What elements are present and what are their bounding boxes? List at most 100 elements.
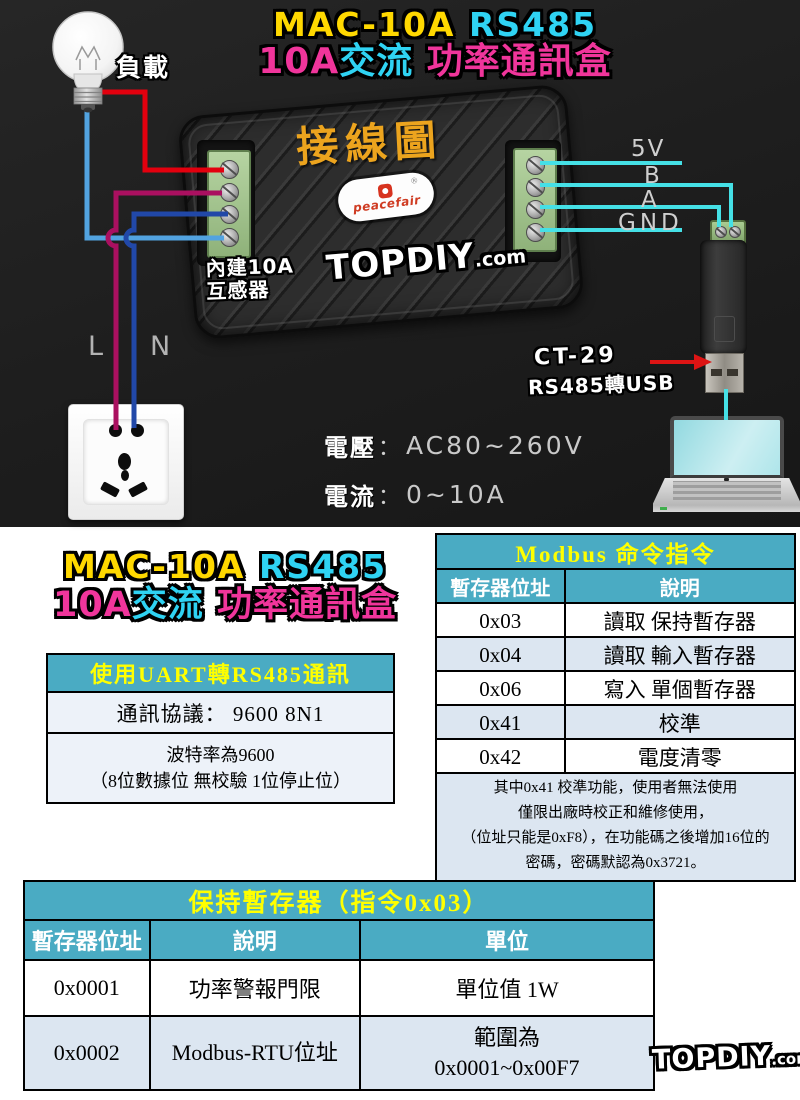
- laptop-hinge-dot: [724, 478, 729, 481]
- voltage-label: 電壓: [324, 434, 376, 462]
- col-header-description: 說明: [659, 578, 700, 600]
- register-cell: 0x06: [437, 672, 566, 706]
- product-title-line2: 10A交流 功率通訊盒: [215, 43, 655, 81]
- wiring-diagram-title: 接線圖: [295, 115, 445, 172]
- terminal-screw-icon: [526, 178, 545, 197]
- watermark-text: TOPDIY: [651, 1040, 772, 1076]
- current-colon: ：: [378, 484, 401, 510]
- unit-cell: 範圍為 0x0001~0x00F7: [434, 1025, 580, 1080]
- laptop-power-led: [660, 507, 667, 510]
- table-row: 0x0002 Modbus-RTU位址 範圍為 0x0001~0x00F7: [25, 1017, 653, 1089]
- table-row: 0x03 讀取 保持暫存器: [437, 604, 794, 638]
- spec-block: 電壓 ： AC80~260V 電流 ： 0~10A: [324, 428, 585, 526]
- modbus-table-head: 暫存器位址 說明: [437, 570, 794, 604]
- description-cell: 電度清零: [637, 746, 722, 770]
- uart-baud-row: 波特率為9600 （8位數據位 無校驗 1位停止位）: [48, 734, 393, 802]
- watermark-com: .com: [770, 1049, 800, 1069]
- terminal-screw-icon: [715, 226, 727, 238]
- title-name: 功率通訊盒: [216, 585, 397, 625]
- holding-table-title: 保持暫存器（指令0x03）: [25, 882, 653, 921]
- product-title-line2: 10A交流 功率通訊盒: [15, 586, 435, 624]
- wall-socket: [68, 404, 184, 520]
- usb-plug-slot: [711, 369, 722, 376]
- register-cell: 0x0002: [25, 1017, 151, 1089]
- title-model: MAC-10A: [272, 5, 456, 44]
- description-cell: 寫入 單個暫存器: [603, 678, 756, 702]
- note-line: 僅限出廠時校正和維修使用，: [517, 805, 713, 821]
- voltage-colon: ：: [378, 435, 401, 461]
- voltage-spec-row: 電壓 ： AC80~260V: [324, 428, 585, 463]
- laptop-base: [653, 478, 800, 512]
- col-header-register: 暫存器位址: [25, 921, 151, 959]
- builtin-ct-line1: 內建10A: [205, 253, 295, 281]
- terminal-screw-icon: [220, 183, 239, 202]
- watermark-com: .com: [473, 245, 527, 272]
- terminal-screw-icon: [526, 223, 545, 242]
- laptop-keyboard: [673, 481, 781, 500]
- title-model: MAC-10A: [62, 547, 246, 586]
- modbus-table-title: Modbus 命令指令: [437, 535, 794, 570]
- uart-baud-line2: （8位數據位 無校驗 1位停止位）: [90, 771, 351, 791]
- socket-hole-n: [131, 424, 144, 437]
- uart-table: 使用UART轉RS485通訊 通訊協議： 9600 8N1 波特率為9600 （…: [46, 653, 395, 804]
- socket-hole-l: [109, 424, 122, 437]
- registered-mark: ®: [409, 175, 419, 186]
- holding-register-table: 保持暫存器（指令0x03） 暫存器位址 說明 單位 0x0001 功率警報門限 …: [23, 880, 655, 1091]
- note-line: 密碼，密碼默認為0x3721。: [525, 855, 706, 871]
- col-header-register: 暫存器位址: [437, 570, 566, 603]
- builtin-ct-line2: 互感器: [205, 277, 270, 304]
- description-cell: Modbus-RTU位址: [151, 1017, 361, 1089]
- line-label-l: L: [88, 331, 106, 362]
- uart-table-header: 使用UART轉RS485通訊: [48, 655, 393, 693]
- note-line: （位址只能是0xF8），在功能碼之後增加16位的: [461, 830, 770, 846]
- current-spec-row: 電流 ： 0~10A: [324, 477, 585, 512]
- usb-plug: [705, 353, 744, 393]
- title-amp: 10A: [258, 41, 340, 82]
- title-name: 功率通訊盒: [426, 41, 612, 82]
- title-ac: 交流: [131, 585, 204, 625]
- product-title-line1: MAC-10A RS485: [215, 6, 655, 43]
- table-row: 0x42 電度清零: [437, 740, 794, 774]
- line-label-n: N: [150, 331, 173, 362]
- terminal-screw-icon: [526, 200, 545, 219]
- adapter-name-label: CT-29: [533, 342, 618, 371]
- modbus-command-table: Modbus 命令指令 暫存器位址 說明 0x03 讀取 保持暫存器 0x04 …: [435, 533, 796, 882]
- title-ac: 交流: [339, 41, 414, 82]
- terminal-screw-icon: [220, 205, 239, 224]
- title-protocol: RS485: [258, 547, 388, 586]
- rs485-usb-adapter-body: [700, 240, 747, 354]
- table-row: 0x41 校準: [437, 706, 794, 740]
- socket-hole-center: [118, 453, 131, 470]
- title-amp: 10A: [52, 585, 132, 625]
- laptop-screen: [670, 416, 784, 478]
- current-label: 電流: [324, 483, 376, 511]
- peacefair-logo-icon: [377, 182, 394, 199]
- terminal-screw-icon: [220, 160, 239, 179]
- table-row: 0x04 讀取 輸入暫存器: [437, 638, 794, 672]
- socket-hole-center-small: [121, 470, 129, 481]
- register-cell: 0x0001: [25, 961, 151, 1015]
- register-cell: 0x42: [437, 740, 566, 774]
- description-cell: 功率警報門限: [151, 961, 361, 1015]
- terminal-screw-icon: [220, 228, 239, 247]
- register-cell: 0x03: [437, 604, 566, 638]
- terminal-screw-icon: [729, 226, 741, 238]
- wiring-diagram-section: MAC-10A RS485 10A交流 功率通訊盒 ® peacefair: [0, 0, 800, 527]
- col-header-description: 說明: [151, 921, 361, 959]
- description-cell: 讀取 保持暫存器: [603, 610, 756, 634]
- spec-sheet-section: MAC-10A RS485 10A交流 功率通訊盒 使用UART轉RS485通訊…: [0, 527, 800, 1100]
- current-value: 0~10A: [406, 480, 507, 509]
- product-title-top: MAC-10A RS485 10A交流 功率通訊盒: [215, 6, 655, 81]
- light-bulb-icon: [52, 11, 124, 113]
- product-title-line1: MAC-10A RS485: [15, 548, 435, 586]
- description-cell: 校準: [658, 712, 701, 736]
- holding-table-head: 暫存器位址 說明 單位: [25, 921, 653, 961]
- left-terminal-block: [207, 150, 251, 258]
- load-label: 負載: [116, 53, 171, 82]
- terminal-screw-icon: [526, 156, 545, 175]
- builtin-ct-note: 內建10A 互感器: [205, 253, 295, 304]
- uart-baud-line1: 波特率為9600: [166, 745, 275, 765]
- voltage-value: AC80~260V: [406, 431, 585, 460]
- uart-protocol-row: 通訊協議： 9600 8N1: [48, 693, 393, 734]
- title-protocol: RS485: [468, 5, 598, 44]
